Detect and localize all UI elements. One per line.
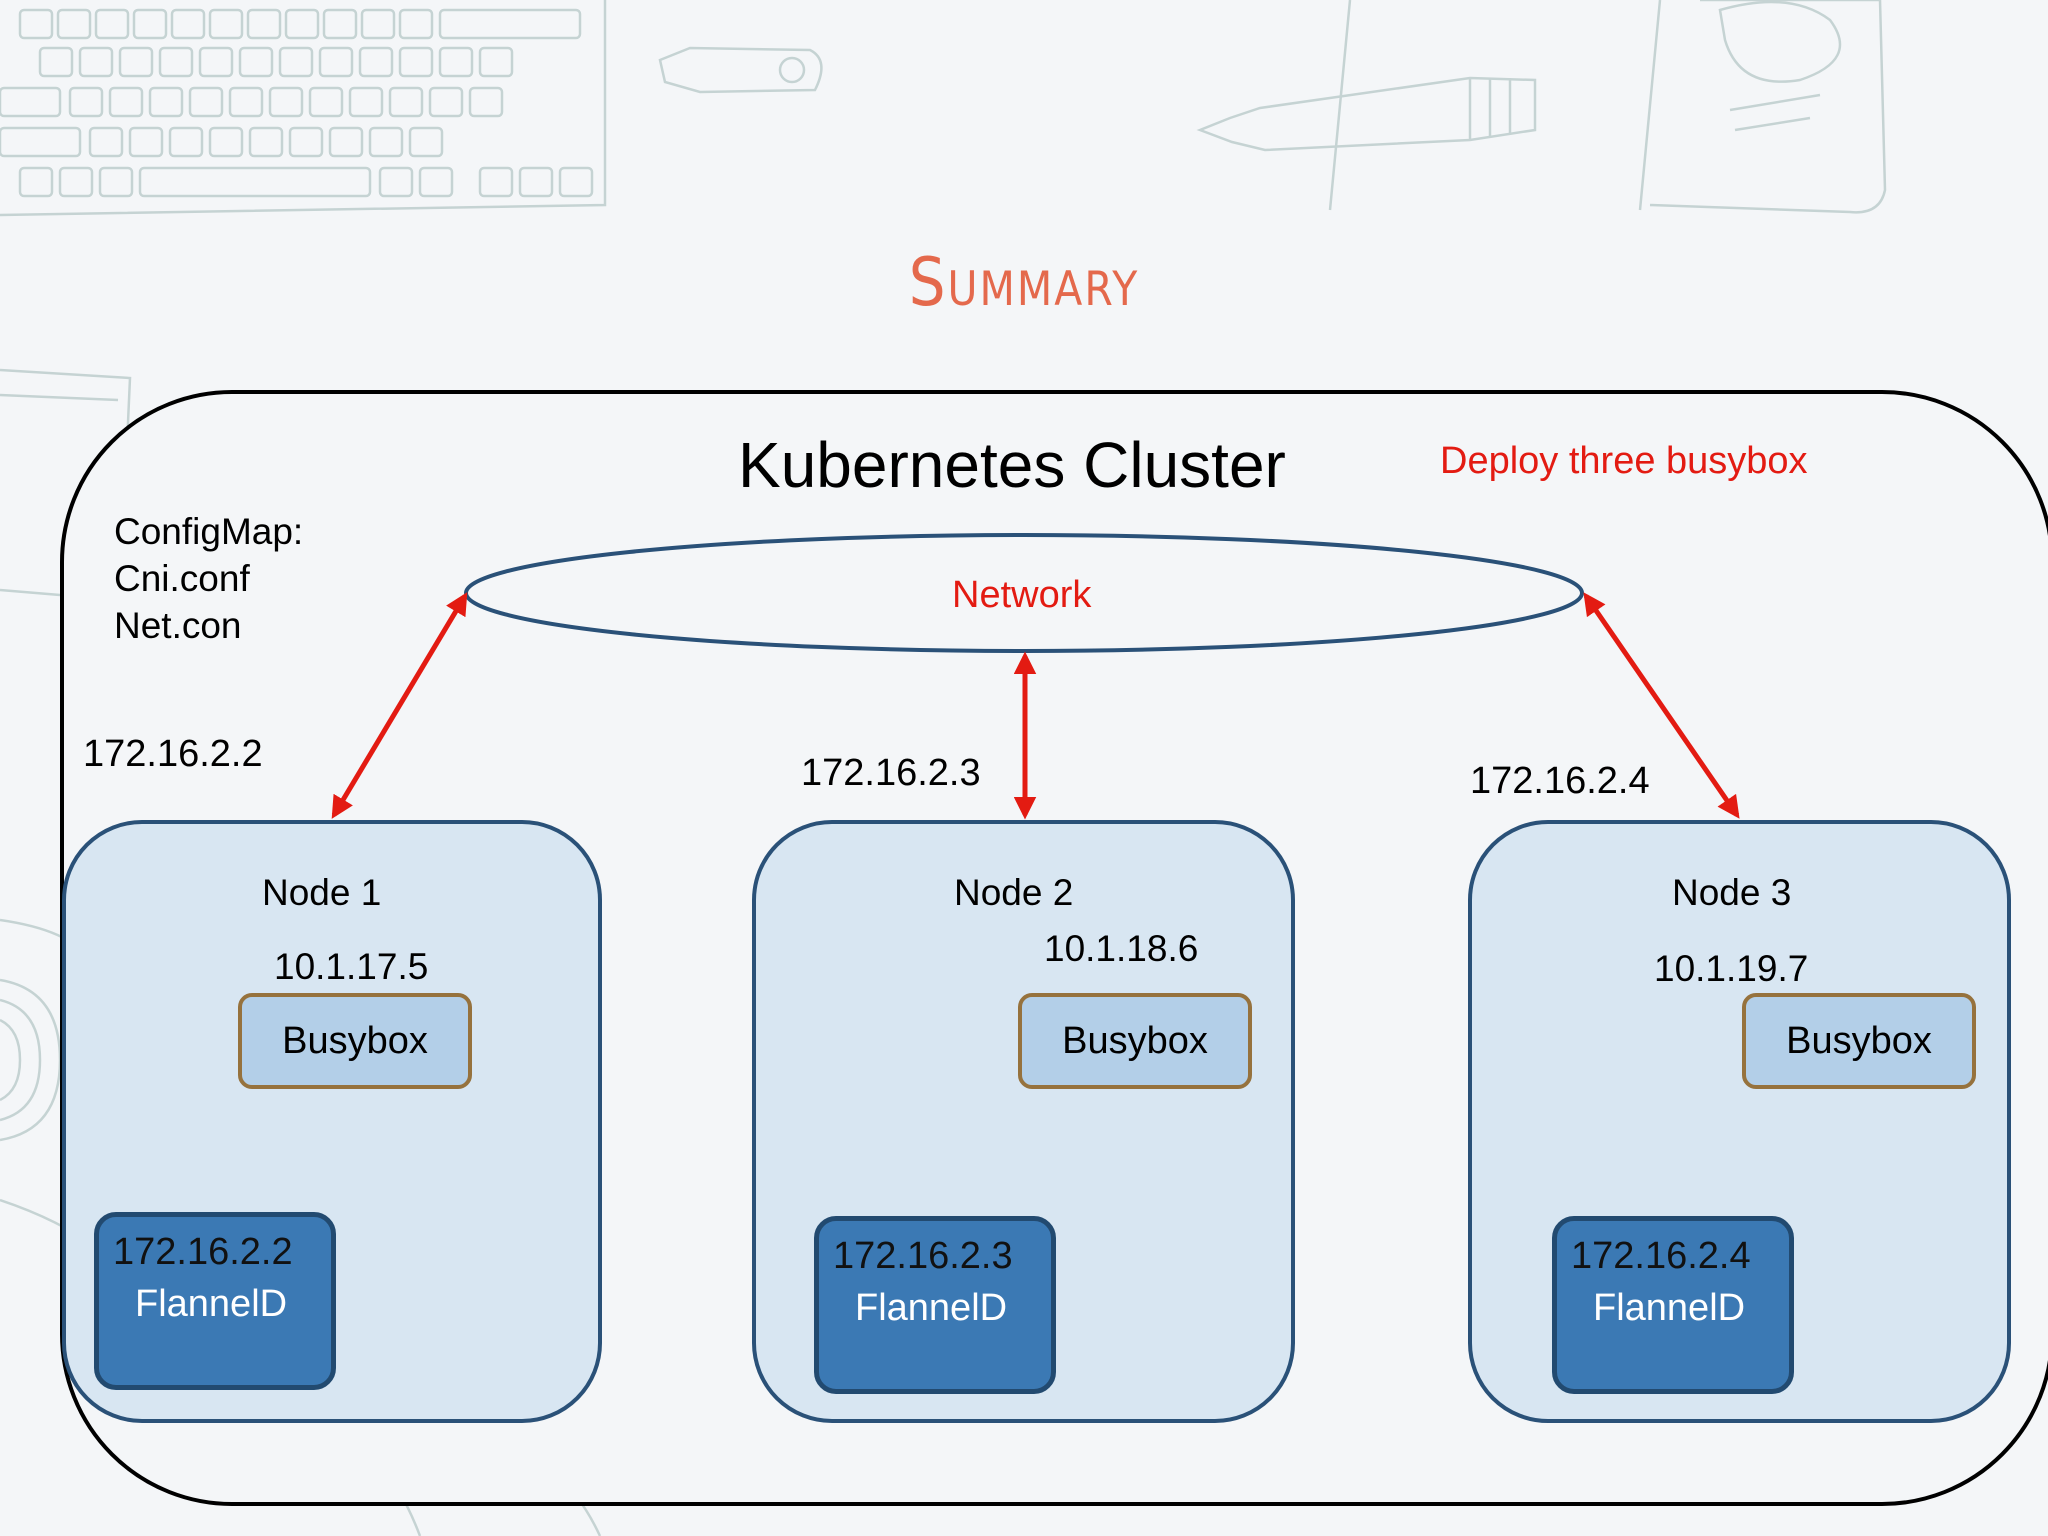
flannel-agent: 172.16.2.3 FlannelD (814, 1216, 1056, 1394)
usb-stick-sketch-icon (658, 46, 823, 94)
busybox-pod: Busybox (238, 993, 472, 1089)
flannel-ip: 172.16.2.2 (113, 1231, 293, 1273)
network-label: Network (952, 574, 1092, 616)
node-2-box: Node 2 10.1.18.6 Busybox 172.16.2.3 Flan… (752, 820, 1295, 1423)
flannel-ip: 172.16.2.3 (833, 1235, 1013, 1277)
deploy-note: Deploy three busybox (1440, 440, 1808, 482)
node-1-host-ip: 172.16.2.2 (83, 733, 263, 775)
pod-ip: 10.1.18.6 (1044, 928, 1199, 969)
flannel-label: FlannelD (855, 1287, 1008, 1329)
node-3-box: Node 3 10.1.19.7 Busybox 172.16.2.4 Flan… (1468, 820, 2011, 1423)
busybox-pod: Busybox (1742, 993, 1976, 1089)
notebook-sketch-icon (1328, 0, 1887, 214)
node-title: Node 2 (954, 872, 1074, 913)
slide-title: Summary (908, 242, 1140, 322)
marker-sketch-icon (1196, 76, 1537, 152)
pod-ip: 10.1.17.5 (274, 946, 429, 987)
flannel-label: FlannelD (1593, 1287, 1746, 1329)
keyboard-sketch-icon (0, 0, 607, 217)
pod-ip: 10.1.19.7 (1654, 948, 1809, 989)
arrow-network-node-3 (1583, 592, 1740, 819)
node-title: Node 3 (1672, 872, 1792, 913)
flannel-agent: 172.16.2.4 FlannelD (1552, 1216, 1794, 1394)
configmap-note: ConfigMap: Cni.conf Net.con (114, 511, 304, 646)
node-title: Node 1 (262, 872, 382, 913)
cluster-title: Kubernetes Cluster (738, 429, 1286, 501)
busybox-pod: Busybox (1018, 993, 1252, 1089)
node-3-host-ip: 172.16.2.4 (1470, 760, 1650, 802)
arrow-network-node-1 (331, 592, 468, 819)
flannel-ip: 172.16.2.4 (1571, 1235, 1751, 1277)
node-2-host-ip: 172.16.2.3 (801, 752, 981, 794)
node-1-box: Node 1 10.1.17.5 Busybox 172.16.2.2 Flan… (62, 820, 602, 1423)
flannel-label: FlannelD (135, 1283, 288, 1325)
flannel-agent: 172.16.2.2 FlannelD (94, 1212, 336, 1390)
